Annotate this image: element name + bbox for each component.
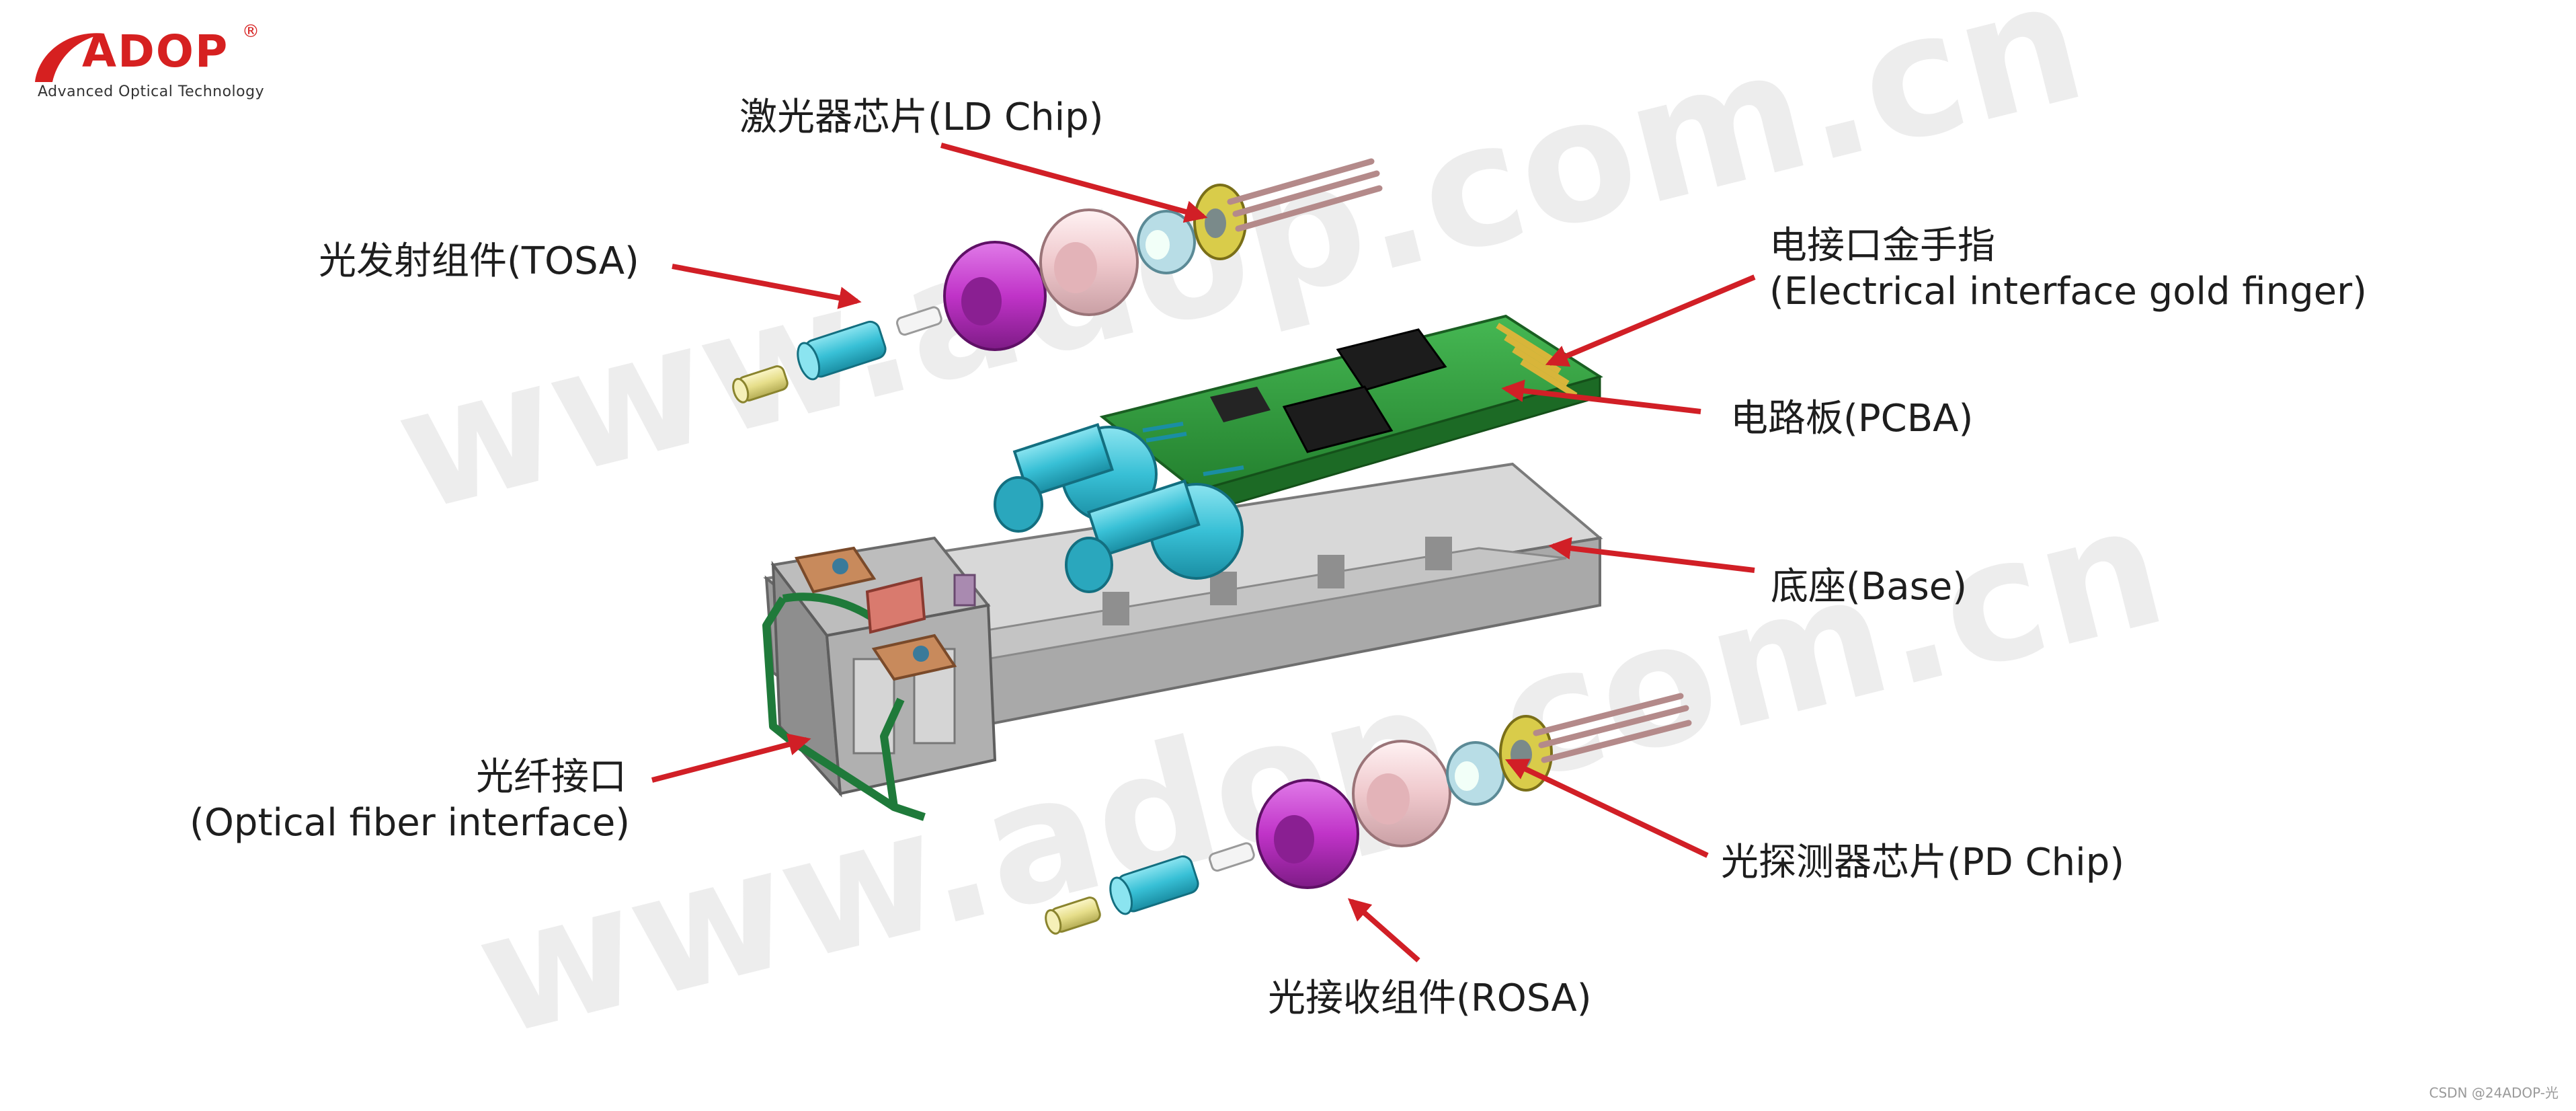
arrow-base <box>1548 537 1755 573</box>
arrow-fiber <box>651 733 811 783</box>
source-credit: CSDN @24ADOP-光 <box>2429 1085 2559 1101</box>
adop-logo: ADOP ® Advanced Optical Technology <box>30 22 285 105</box>
label-tosa: 光发射组件(TOSA) <box>319 239 639 283</box>
arrow-gold-finger <box>1545 274 1756 367</box>
gold-finger-contacts <box>1496 323 1578 398</box>
label-pcba: 电路板(PCBA) <box>1730 397 1974 440</box>
tosa-ferrule-yellow <box>732 365 789 404</box>
rosa-receptacle-magenta <box>1256 779 1359 889</box>
tosa-adapter-pink <box>1039 208 1139 316</box>
logo-swoosh-icon <box>35 33 105 82</box>
label-base: 底座(Base) <box>1771 565 1968 609</box>
mounted-osa-rosa <box>1065 479 1244 593</box>
rosa-lens-cap <box>1446 741 1505 806</box>
arrow-pcba <box>1501 379 1701 414</box>
tosa-pin-white <box>896 306 942 336</box>
callout-arrows <box>651 143 1756 963</box>
copper-clips <box>795 546 976 681</box>
rosa-ferrule-yellow <box>1045 896 1101 935</box>
tosa-receptacle-magenta <box>943 241 1047 351</box>
tosa-sleeve-cyan <box>797 320 887 381</box>
rosa-pin-white <box>1209 842 1255 872</box>
rosa-sleeve-cyan <box>1109 855 1199 915</box>
label-gold-finger: 电接口金手指 (Electrical interface gold finger… <box>1769 224 2367 313</box>
label-rosa: 光接收组件(ROSA) <box>1268 976 1592 1020</box>
label-pd-chip: 光探测器芯片(PD Chip) <box>1721 841 2125 884</box>
arrow-tosa <box>672 264 862 309</box>
arrow-pd-chip <box>1504 759 1709 858</box>
label-fiber-interface: 光纤接口 (Optical fiber interface) <box>190 755 631 845</box>
tosa-lens-cap <box>1137 210 1196 274</box>
pcba-board <box>1099 314 1603 516</box>
arrow-rosa <box>1347 898 1420 963</box>
logo-registered-mark: ® <box>242 22 259 42</box>
rosa-exploded-parts <box>1045 693 1692 935</box>
rosa-adapter-pink <box>1352 740 1451 847</box>
arrow-ld-chip <box>940 143 1208 223</box>
logo-brand-text: ADOP <box>82 26 229 77</box>
tosa-exploded-parts <box>732 158 1383 404</box>
label-ld-chip: 激光器芯片(LD Chip) <box>739 95 1104 139</box>
logo-tagline: Advanced Optical Technology <box>38 83 265 100</box>
